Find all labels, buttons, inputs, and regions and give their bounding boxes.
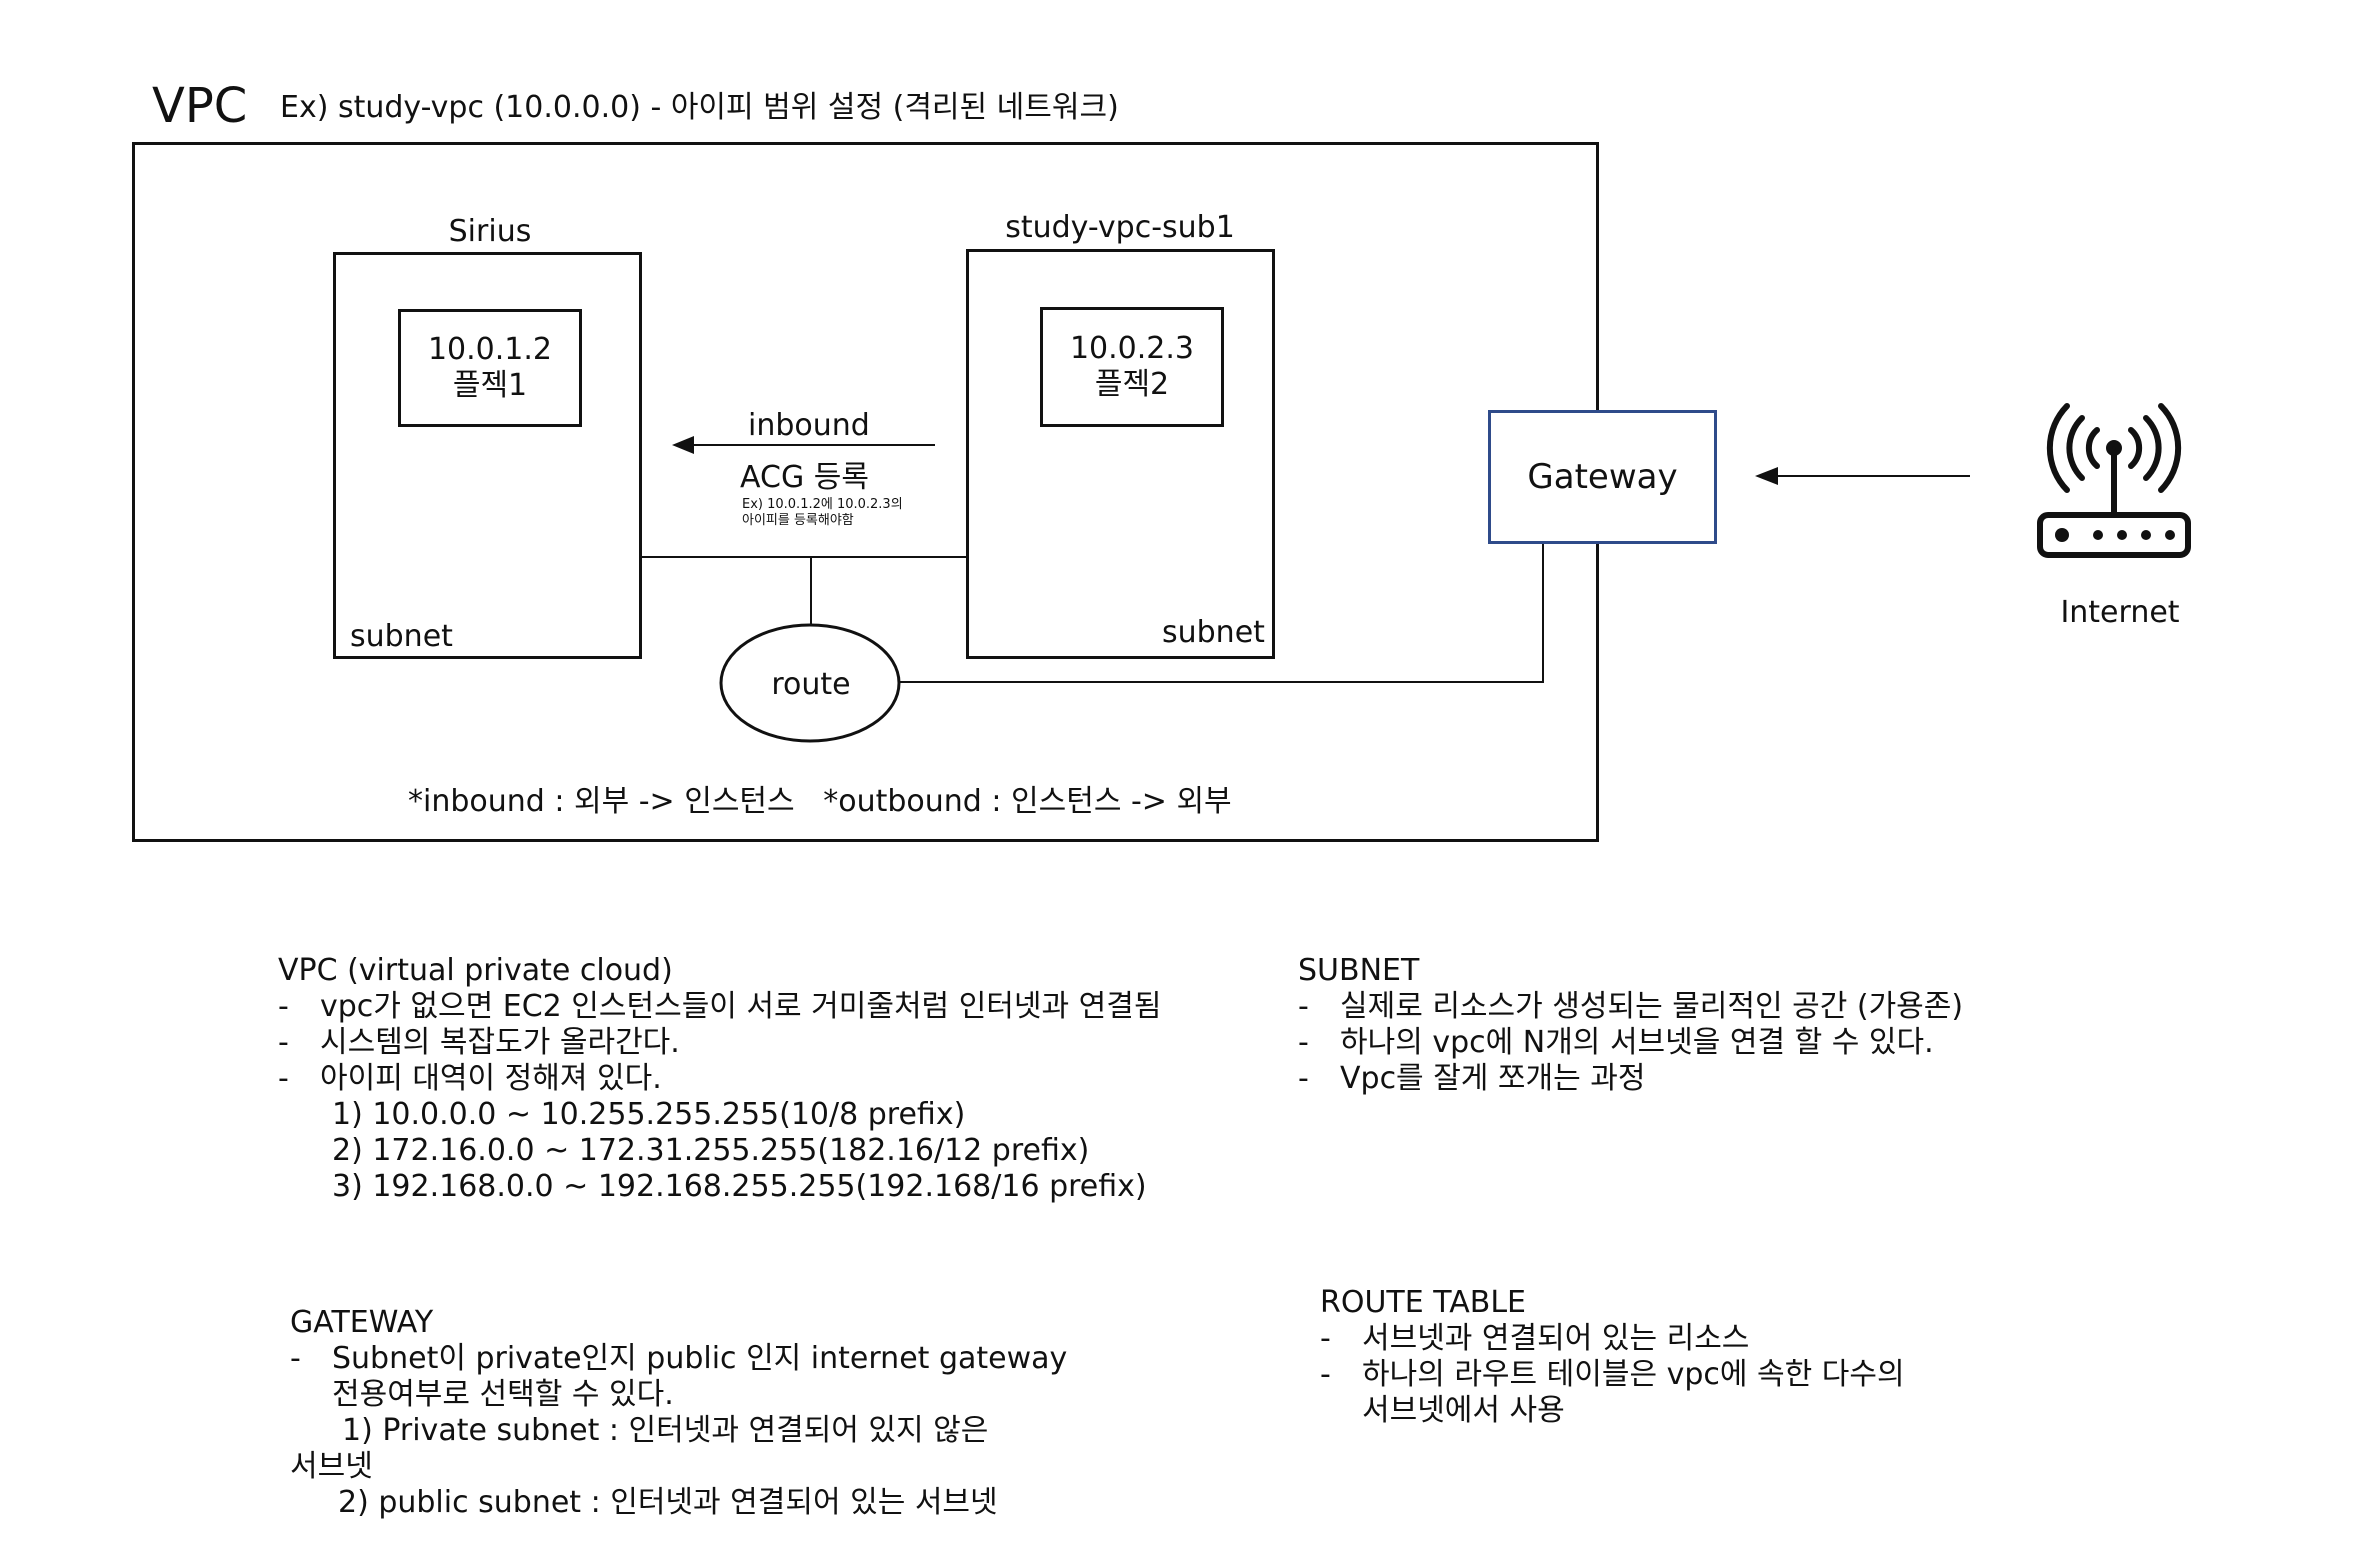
instance-left-label: 플젝1 <box>452 368 528 403</box>
route-node <box>719 623 901 743</box>
list-item: -Subnet이 private인지 public 인지 internet ga… <box>290 1341 1068 1376</box>
list-item: -아이피 대역이 정해져 있다. <box>278 1061 662 1096</box>
notes-gateway-title: GATEWAY <box>290 1305 434 1340</box>
list-item: 2) public subnet : 인터넷과 연결되어 있는 서브넷 <box>338 1485 998 1520</box>
list-item: 1) 10.0.0.0 ~ 10.255.255.255(10/8 prefix… <box>332 1097 966 1132</box>
acg-label: ACG 등록 <box>740 460 869 495</box>
notes-gateway: GATEWAY -Subnet이 private인지 public 인지 int… <box>290 1305 1067 1521</box>
notes-route-table-title: ROUTE TABLE <box>1320 1285 1527 1320</box>
subnet-left-box <box>333 252 642 659</box>
acg-note-line2: 아이피를 등록해야함 <box>742 513 854 528</box>
list-item-continued: 서브넷에서 사용 <box>1362 1393 1565 1428</box>
acg-note-line1: Ex) 10.0.1.2에 10.0.2.3의 <box>742 497 903 512</box>
notes-subnet-title: SUBNET <box>1298 953 1420 988</box>
list-item: -Vpc를 잘게 쪼개는 과정 <box>1298 1061 1646 1096</box>
instance-box-left: 10.0.1.2 플젝1 <box>398 309 582 427</box>
list-item: 3) 192.168.0.0 ~ 192.168.255.255(192.168… <box>332 1169 1147 1204</box>
list-item: -vpc가 없으면 EC2 인스턴스들이 서로 거미줄처럼 인터넷과 연결됨 <box>278 989 1162 1024</box>
arrow-left-icon <box>1755 467 1778 485</box>
instance-left-ip: 10.0.1.2 <box>427 332 553 367</box>
list-item-continued: 전용여부로 선택할 수 있다. <box>332 1377 674 1412</box>
notes-subnet: SUBNET -실제로 리소스가 생성되는 물리적인 공간 (가용존) -하나의… <box>1298 953 1963 1097</box>
list-item: -하나의 라우트 테이블은 vpc에 속한 다수의 <box>1320 1357 1905 1392</box>
list-item: 1) Private subnet : 인터넷과 연결되어 있지 않은 <box>342 1413 989 1448</box>
internet-label: Internet <box>2060 595 2180 630</box>
list-item: -서브넷과 연결되어 있는 리소스 <box>1320 1321 1750 1356</box>
list-item: -시스템의 복잡도가 올라간다. <box>278 1025 680 1060</box>
direction-note: *inbound : 외부 -> 인스턴스 *outbound : 인스턴스 -… <box>408 784 1232 819</box>
notes-vpc: VPC (virtual private cloud) -vpc가 없으면 EC… <box>278 953 1161 1205</box>
instance-right-label: 플젝2 <box>1094 367 1170 402</box>
gateway-label: Gateway <box>1527 457 1678 497</box>
list-item: 2) 172.16.0.0 ~ 172.31.255.255(182.16/12… <box>332 1133 1090 1168</box>
vpc-title: VPC <box>152 78 248 134</box>
arrow-left-icon <box>672 436 694 454</box>
router-icon <box>2037 403 2191 558</box>
instance-right-ip: 10.0.2.3 <box>1069 331 1195 366</box>
subnet-left-label: subnet <box>350 619 453 654</box>
vpc-example-label: Ex) study-vpc (10.0.0.0) - 아이피 범위 설정 (격리… <box>280 90 1119 125</box>
notes-route-table: ROUTE TABLE -서브넷과 연결되어 있는 리소스 -하나의 라우트 테… <box>1320 1285 1905 1429</box>
subnet-right-name: study-vpc-sub1 <box>1005 210 1235 245</box>
list-item: -하나의 vpc에 N개의 서브넷을 연결 할 수 있다. <box>1298 1025 1934 1060</box>
notes-vpc-title: VPC (virtual private cloud) <box>278 953 673 988</box>
route-gateway-line <box>900 540 1544 683</box>
list-item-continued: 서브넷 <box>290 1449 373 1484</box>
router-lights <box>2055 528 2175 542</box>
instance-box-right: 10.0.2.3 플젝2 <box>1040 307 1224 427</box>
gateway-box: Gateway <box>1488 410 1717 544</box>
inbound-label: inbound <box>748 408 870 443</box>
subnet-right-box <box>966 249 1275 659</box>
subnet-right-label: subnet <box>1162 615 1265 650</box>
route-label: route <box>771 667 851 702</box>
subnet-left-name: Sirius <box>448 214 532 249</box>
list-item: -실제로 리소스가 생성되는 물리적인 공간 (가용존) <box>1298 989 1964 1024</box>
